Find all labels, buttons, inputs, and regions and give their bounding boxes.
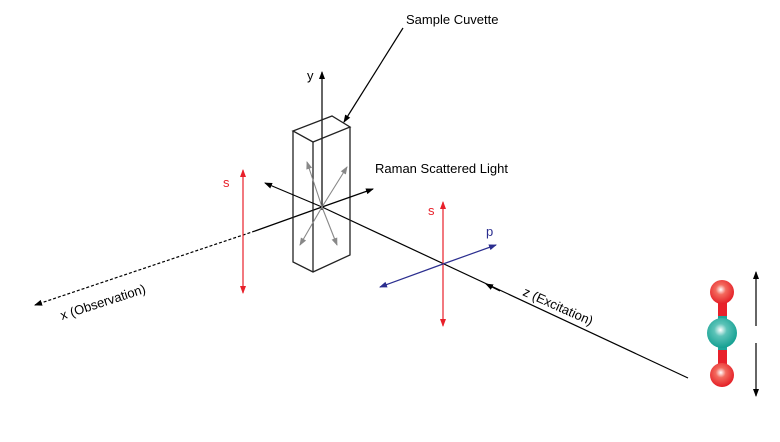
cuvette-callout-arrow <box>343 27 404 123</box>
x-axis-solid <box>254 206 323 232</box>
p-polarization-arrow-right <box>442 244 497 265</box>
z-axis <box>321 206 689 379</box>
scatter-arrows <box>299 161 348 246</box>
x-axis-dashed <box>34 230 256 306</box>
s-right-label: s <box>428 203 435 218</box>
raman-scattered-light-label: Raman Scattered Light <box>375 161 508 176</box>
p-polarization-arrow-left <box>379 263 444 288</box>
s-left-label: s <box>223 175 230 190</box>
sample-cuvette <box>291 115 352 273</box>
z-axis-arrow <box>485 283 501 292</box>
sample-cuvette-label: Sample Cuvette <box>406 12 499 27</box>
molecule-icon <box>707 280 737 387</box>
raman-axis-right-arrow <box>321 188 374 208</box>
x-axis-label: x (Observation) <box>58 281 147 323</box>
z-axis-label: z (Excitation) <box>521 284 596 328</box>
raman-axis-left-arrow <box>264 182 323 208</box>
y-axis-label: y <box>307 68 314 83</box>
p-right-label: p <box>486 224 493 239</box>
